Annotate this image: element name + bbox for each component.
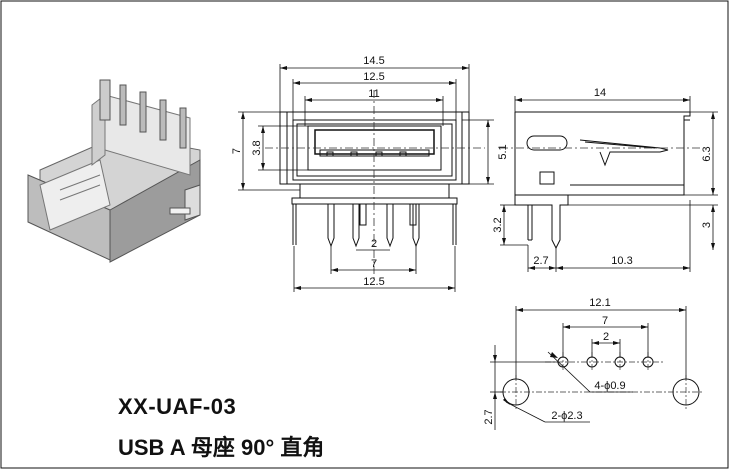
dim-footprint-width: 12.5 xyxy=(363,276,384,288)
dim-front-height: 7 xyxy=(231,148,243,154)
dim-pcb-pin-span: 7 xyxy=(602,315,608,327)
dim-pcb-pin-pitch: 2 xyxy=(603,331,609,343)
usb-tongue xyxy=(314,129,435,155)
dim-pcb-row-offset: 2.7 xyxy=(483,409,495,424)
dim-front-width-mid: 12.5 xyxy=(363,71,384,83)
front-view xyxy=(279,111,470,248)
front-shell-inner xyxy=(292,119,457,181)
dim-port-depth: 5.1 xyxy=(497,144,509,159)
label-pin-holes: 4-ϕ0.9 xyxy=(594,380,625,392)
dim-pin-pitch: 2 xyxy=(371,238,377,250)
dim-front-offset: 2.7 xyxy=(533,255,548,267)
dim-front-width-inner: 11 xyxy=(368,88,379,100)
pcb-dimension-lines xyxy=(490,306,687,430)
side-view xyxy=(514,111,691,250)
dim-side-length: 14 xyxy=(594,87,606,99)
dim-pcb-width: 12.1 xyxy=(589,297,610,309)
dim-leg-spacing: 10.3 xyxy=(611,255,632,267)
front-arrowheads xyxy=(241,66,490,290)
label-mount-holes: 2-ϕ2.3 xyxy=(551,410,582,422)
side-arrowheads xyxy=(502,98,715,270)
pcb-arrowheads xyxy=(493,308,686,405)
dim-port-height: 3.8 xyxy=(251,140,263,155)
dim-leg-offset: 3 xyxy=(701,222,713,228)
dim-leg-height: 3.2 xyxy=(492,217,504,232)
dim-pin-span: 7 xyxy=(371,258,377,270)
side-outline xyxy=(514,111,691,250)
front-dimension-lines xyxy=(238,64,494,292)
connector-3d-illustration xyxy=(27,79,201,263)
front-shell-lip xyxy=(296,123,453,177)
product-description: USB A 母座 90° 直角 xyxy=(118,435,325,460)
dim-side-height: 6.3 xyxy=(701,146,713,161)
side-dimension-lines xyxy=(500,96,718,272)
model-number: XX-UAF-03 xyxy=(118,394,237,419)
side-latch-slot xyxy=(526,135,568,151)
dim-front-width-outer: 14.5 xyxy=(363,55,384,67)
front-centerlines xyxy=(265,90,485,280)
